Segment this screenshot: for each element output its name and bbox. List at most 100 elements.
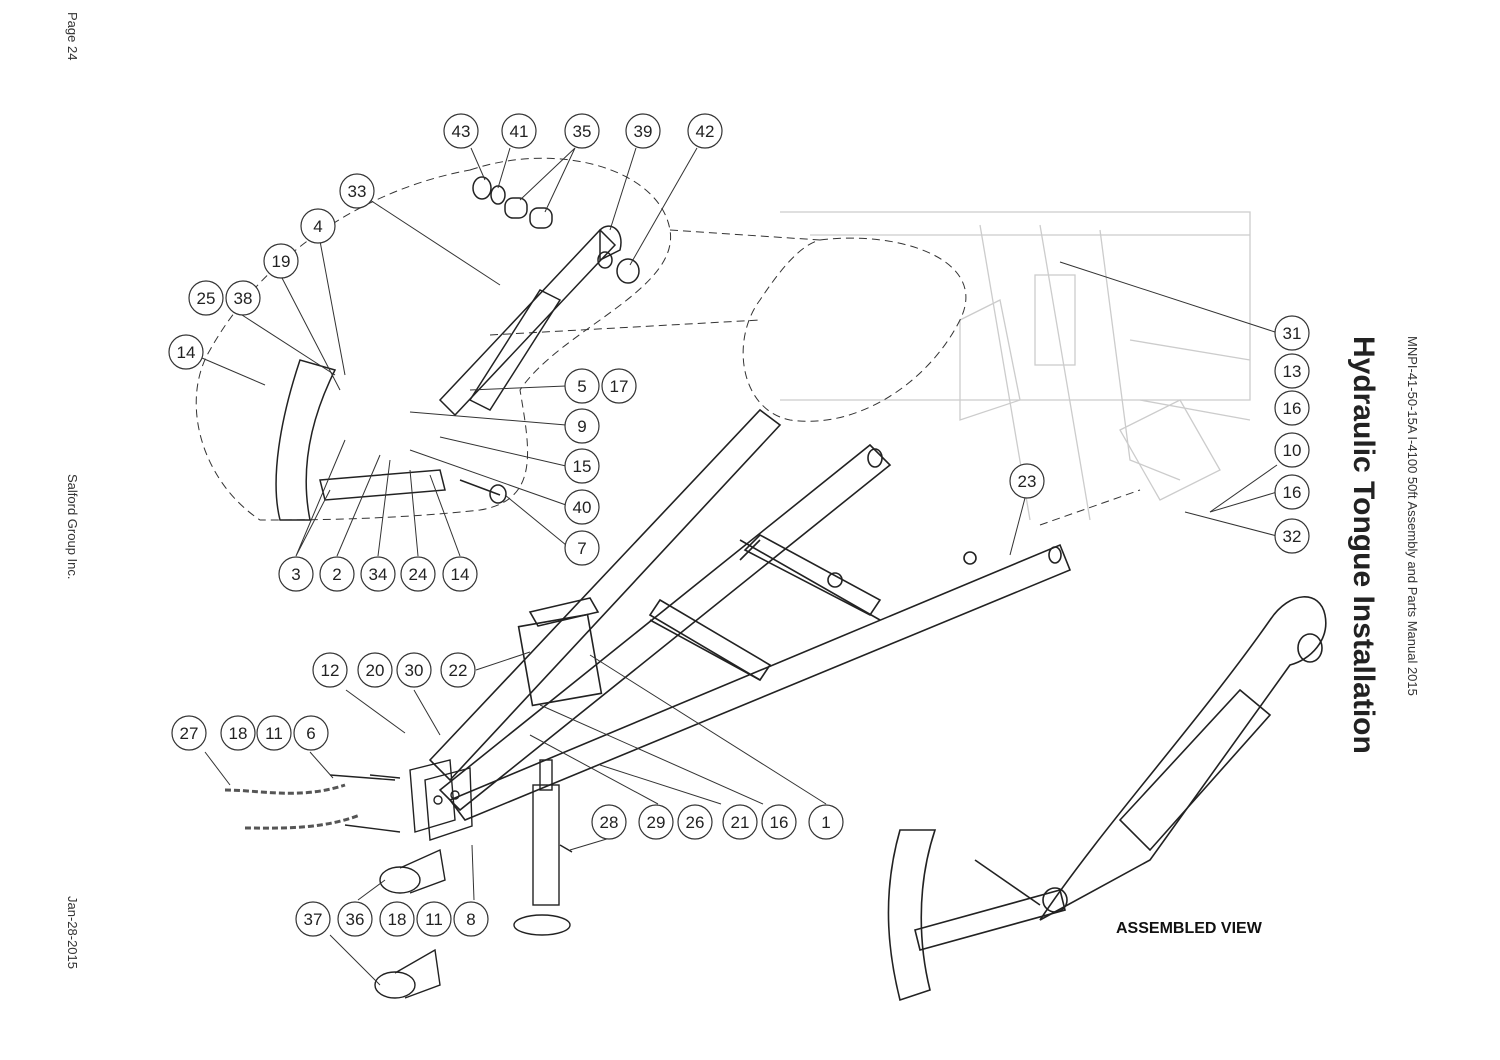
balloon-circle (396, 652, 432, 688)
balloon-number: 43 (452, 122, 471, 141)
balloon-circle (625, 113, 661, 149)
part-balloon-24: 24 (400, 556, 436, 592)
balloon-number: 36 (346, 910, 365, 929)
balloon-number: 23 (1018, 472, 1037, 491)
balloon-number: 12 (321, 661, 340, 680)
part-balloon-27: 27 (171, 715, 207, 751)
balloon-circle (256, 715, 292, 751)
balloon-number: 16 (770, 813, 789, 832)
hitch-clevises (374, 848, 446, 999)
assembled-view-label: ASSEMBLED VIEW (1116, 920, 1262, 937)
part-balloon-20: 20 (357, 652, 393, 688)
balloon-number: 37 (304, 910, 323, 929)
balloon-circle (564, 530, 600, 566)
part-balloon-31: 31 (1274, 315, 1310, 351)
balloon-number: 9 (577, 417, 586, 436)
balloon-circle (1274, 432, 1310, 468)
balloon-circle (379, 901, 415, 937)
part-balloon-18: 18 (220, 715, 256, 751)
balloon-number: 11 (265, 724, 283, 743)
balloon-circle (225, 280, 261, 316)
balloon-number: 3 (291, 565, 300, 584)
part-balloon-40: 40 (564, 489, 600, 525)
balloon-circle (722, 804, 758, 840)
balloon-circle (293, 715, 329, 751)
assembled-view-drawing (887, 596, 1327, 1002)
balloon-circle (220, 715, 256, 751)
part-balloon-15: 15 (564, 448, 600, 484)
part-balloon-29: 29 (638, 804, 674, 840)
balloon-circle (638, 804, 674, 840)
part-balloon-28: 28 (591, 804, 627, 840)
balloon-number: 39 (634, 122, 653, 141)
balloon-number: 17 (610, 377, 629, 396)
balloon-number: 32 (1283, 527, 1302, 546)
part-balloon-4: 4 (300, 208, 336, 244)
balloon-number: 15 (573, 457, 592, 476)
balloon-circle (564, 448, 600, 484)
balloon-circle (808, 804, 844, 840)
part-balloon-42: 42 (687, 113, 723, 149)
balloon-number: 13 (1283, 362, 1302, 381)
part-balloon-37: 37 (295, 901, 331, 937)
part-balloon-12: 12 (312, 652, 348, 688)
part-balloon-11: 11 (256, 715, 292, 751)
balloon-circle (601, 368, 637, 404)
part-balloon-16: 16 (1274, 390, 1310, 426)
balloon-number: 38 (234, 289, 253, 308)
part-balloon-14: 14 (168, 334, 204, 370)
part-balloon-7: 7 (564, 530, 600, 566)
tongue-frame (428, 408, 1072, 821)
balloon-circle (501, 113, 537, 149)
balloon-circle (319, 556, 355, 592)
part-balloon-2: 2 (319, 556, 355, 592)
balloon-circle (443, 113, 479, 149)
balloon-circle (442, 556, 478, 592)
part-balloon-17: 17 (601, 368, 637, 404)
balloon-number: 30 (405, 661, 424, 680)
balloon-number: 35 (573, 122, 592, 141)
balloon-number: 10 (1283, 441, 1302, 460)
balloon-circle (360, 556, 396, 592)
part-balloon-36: 36 (337, 901, 373, 937)
balloon-number: 34 (369, 565, 388, 584)
balloon-circle (1274, 474, 1310, 510)
balloon-number: 1 (821, 813, 830, 832)
part-balloon-26: 26 (677, 804, 713, 840)
balloon-circle (1009, 463, 1045, 499)
balloon-number: 18 (388, 910, 407, 929)
balloon-circle (312, 652, 348, 688)
balloon-number: 26 (686, 813, 705, 832)
balloon-circle (564, 408, 600, 444)
balloon-circle (188, 280, 224, 316)
part-balloon-3: 3 (278, 556, 314, 592)
balloon-number: 16 (1283, 483, 1302, 502)
balloon-circle (278, 556, 314, 592)
part-balloon-11: 11 (416, 901, 452, 937)
balloon-number: 11 (425, 910, 443, 929)
balloon-circle (1274, 353, 1310, 389)
frame-background (780, 211, 1251, 521)
part-balloon-1: 1 (808, 804, 844, 840)
balloon-circle (357, 652, 393, 688)
part-balloon-9: 9 (564, 408, 600, 444)
part-balloon-41: 41 (501, 113, 537, 149)
balloon-number: 28 (600, 813, 619, 832)
part-balloon-35: 35 (564, 113, 600, 149)
balloon-number: 2 (332, 565, 341, 584)
balloon-number: 41 (510, 122, 529, 141)
balloon-number: 16 (1283, 399, 1302, 418)
safety-chains (224, 783, 361, 830)
balloon-circle (1274, 390, 1310, 426)
balloon-circle (339, 173, 375, 209)
balloon-number: 42 (696, 122, 715, 141)
balloon-number: 6 (306, 724, 315, 743)
balloon-circle (300, 208, 336, 244)
part-balloon-25: 25 (188, 280, 224, 316)
part-balloon-16: 16 (1274, 474, 1310, 510)
balloon-number: 22 (449, 661, 468, 680)
part-balloon-16: 16 (761, 804, 797, 840)
